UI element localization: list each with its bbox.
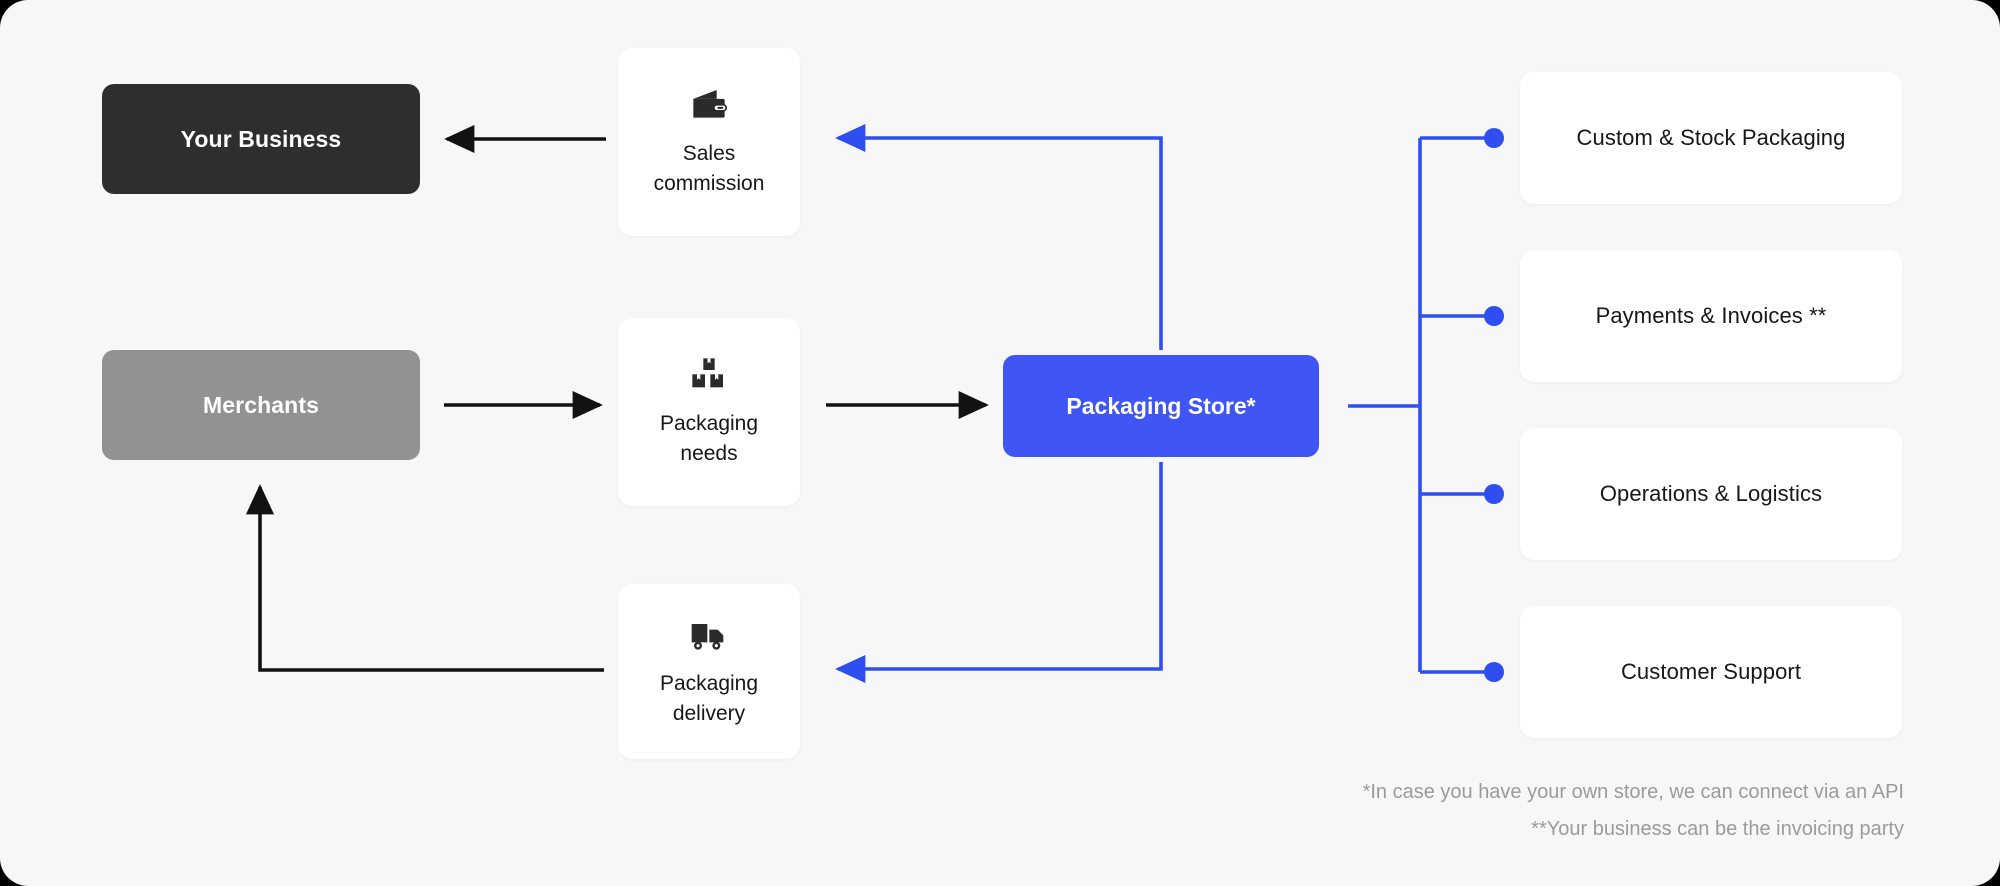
node-your-business-label: Your Business — [180, 125, 342, 152]
wire-store-to-delivery — [835, 462, 1163, 684]
card-customer-support[interactable]: Customer Support — [1520, 606, 1902, 738]
wire-store-to-services — [1348, 128, 1504, 682]
wire-delivery-to-merchants — [245, 484, 604, 672]
wire-store-to-sales — [835, 123, 1163, 350]
card-payments-invoices[interactable]: Payments & Invoices ** — [1520, 250, 1902, 382]
card-payments-invoices-label: Payments & Invoices ** — [1595, 303, 1827, 328]
footnote-invoicing: **Your business can be the invoicing par… — [1531, 818, 1904, 840]
node-packaging-store[interactable]: Packaging Store* — [1003, 355, 1319, 457]
footnotes: *In case you have your own store, we can… — [1363, 774, 1904, 848]
card-packaging-delivery-label: Packaging delivery — [659, 671, 759, 725]
node-merchants-label: Merchants — [203, 391, 319, 418]
card-packaging-needs-label: Packaging needs — [659, 412, 759, 465]
wallet-icon — [689, 85, 729, 125]
branch-dot-3 — [1484, 662, 1504, 682]
card-custom-stock-packaging[interactable]: Custom & Stock Packaging — [1520, 72, 1902, 204]
card-sales-commission[interactable]: Sales commission — [618, 48, 800, 236]
card-sales-commission-label: Sales commission — [653, 142, 765, 195]
card-customer-support-label: Customer Support — [1620, 659, 1802, 684]
branch-dot-2 — [1484, 484, 1504, 504]
node-your-business[interactable]: Your Business — [102, 84, 420, 194]
card-operations-logistics-label: Operations & Logistics — [1599, 481, 1823, 506]
branch-dot-1 — [1484, 306, 1504, 326]
boxes-icon — [689, 355, 729, 395]
card-packaging-delivery[interactable]: Packaging delivery — [618, 584, 800, 759]
delivery-truck-icon — [689, 615, 729, 655]
card-custom-stock-packaging-label: Custom & Stock Packaging — [1576, 125, 1846, 150]
footnote-api: *In case you have your own store, we can… — [1362, 781, 1904, 803]
branch-dot-0 — [1484, 128, 1504, 148]
card-packaging-needs[interactable]: Packaging needs — [618, 318, 800, 506]
card-operations-logistics[interactable]: Operations & Logistics — [1520, 428, 1902, 560]
node-merchants[interactable]: Merchants — [102, 350, 420, 460]
node-packaging-store-label: Packaging Store* — [1066, 392, 1256, 419]
